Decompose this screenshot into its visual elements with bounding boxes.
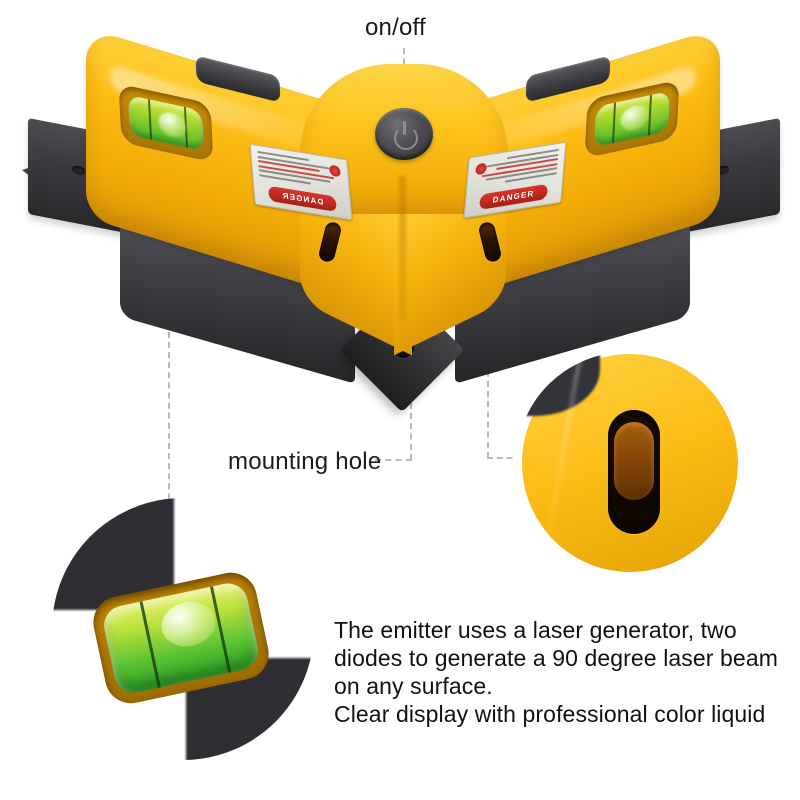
inset-emitter-slot [608,410,660,534]
annotation-mounting-hole: mounting hole [228,448,382,475]
detail-inset-emitter-closeup [516,352,738,574]
power-icon [391,121,418,150]
vial-glass-left [128,94,204,152]
leader-line-emitter-closeup-horizontal [487,457,532,459]
vial-bubble-right [620,103,648,132]
detail-inset-vial-closeup [52,498,314,760]
vial-bubble-left [158,110,186,139]
description-line-2: diodes to generate a 90 degree laser bea… [334,645,778,671]
vial-glass-right [594,90,670,148]
inset-vial-index-mark [139,601,161,688]
danger-badge: DANGER [479,183,549,210]
center-crease [399,176,406,321]
danger-badge: DANGER [267,185,337,212]
inset-vial-bubble [157,597,220,652]
description-line-3: on any surface. [334,673,493,699]
inset-emitter-lens [614,422,654,500]
description-line-4: Clear display with professional color li… [334,701,766,727]
leader-line-mounting-hole-vertical [410,372,412,460]
annotation-on-off: on/off [365,14,426,41]
product-description: The emitter uses a laser generator, two … [334,616,786,728]
vial-index-mark [647,94,653,136]
leader-line-mounting-hole-horizontal [375,459,412,461]
danger-badge-label: DANGER [281,190,324,207]
leader-line-emitter-closeup-vertical [487,330,489,458]
danger-badge-label: DANGER [492,188,535,205]
power-button[interactable] [375,108,433,160]
description-line-1: The emitter uses a laser generator, two [334,617,737,643]
inset-vial-glass [100,579,262,697]
leader-line-vial-closeup [168,150,170,550]
vial-index-mark [147,99,153,141]
laser-level-device: DANGER DANGER [22,27,780,413]
vial-index-mark [611,102,617,144]
